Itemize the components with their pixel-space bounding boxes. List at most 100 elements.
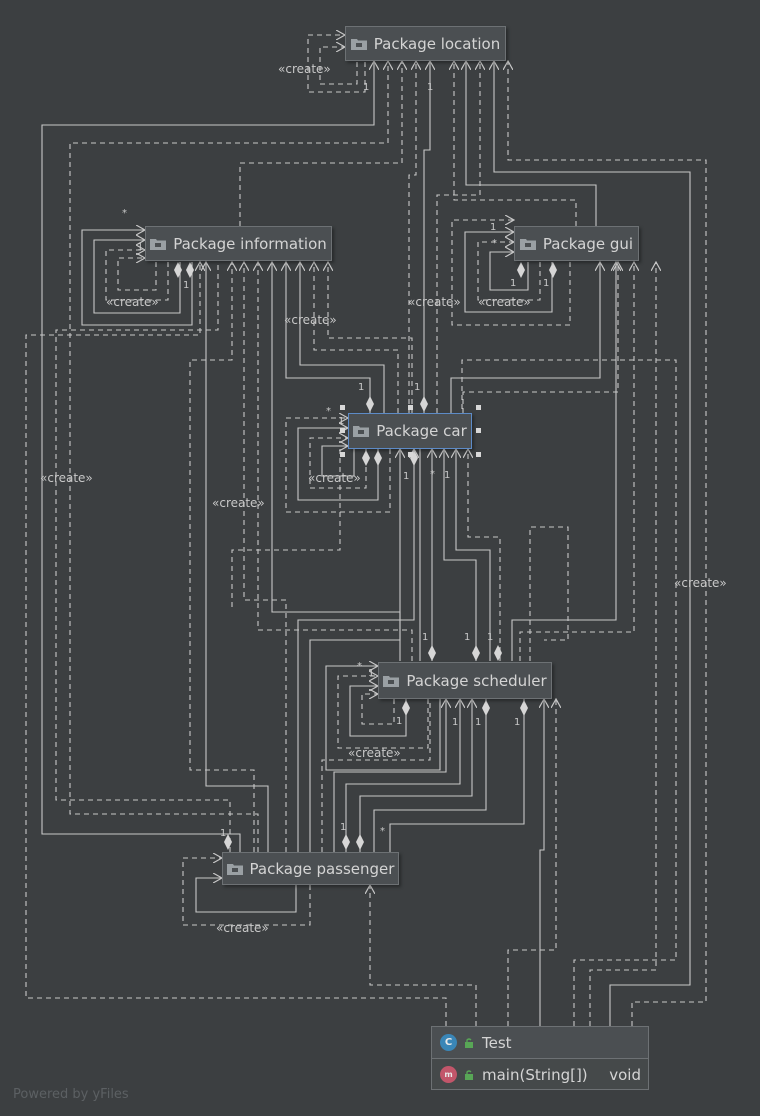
passenger-to-location-edge xyxy=(41,61,374,852)
multiplicity-label: 1 xyxy=(487,632,493,643)
scheduler-to-gui-dashed-edge xyxy=(519,262,634,661)
create-label-information: «create» xyxy=(106,295,159,309)
create-label-passenger-info: «create» xyxy=(212,496,265,510)
diamond-marker xyxy=(174,262,182,278)
passenger-to-scheduler-edge-4 xyxy=(373,699,487,852)
car-to-information-edge-3 xyxy=(328,262,413,413)
folder-icon xyxy=(350,38,367,50)
car-to-passenger-edge xyxy=(231,449,341,610)
information-self-create-edge xyxy=(105,250,169,301)
selection-handle[interactable] xyxy=(408,405,413,410)
test-to-gui-edge xyxy=(589,262,656,1026)
multiplicity-label: 1 xyxy=(510,278,516,289)
multiplicity-label: 1 xyxy=(368,668,374,679)
multiplicity-label: * xyxy=(492,238,497,249)
package-location-label: Package location xyxy=(373,34,501,53)
selection-handle[interactable] xyxy=(476,452,481,457)
package-passenger-node[interactable]: Package passenger xyxy=(222,852,399,885)
package-scheduler-node[interactable]: Package scheduler xyxy=(378,662,552,699)
diamond-marker xyxy=(224,834,232,850)
multiplicity-label: 1 xyxy=(422,632,428,643)
car-to-location-edge xyxy=(408,61,416,413)
create-label-gui: «create» xyxy=(478,295,531,309)
scheduler-to-gui-edge xyxy=(511,262,616,661)
test-to-car-edge xyxy=(461,359,677,1026)
diamond-marker xyxy=(482,700,490,716)
folder-icon xyxy=(150,238,167,250)
test-to-scheduler-edge xyxy=(540,699,544,1026)
diamond-marker xyxy=(517,262,525,278)
information-to-passenger-edge xyxy=(55,262,231,852)
gui-self-edge-3 xyxy=(451,220,571,326)
package-location-node[interactable]: Package location xyxy=(345,26,506,61)
package-gui-label: Package gui xyxy=(542,234,634,253)
selection-handle[interactable] xyxy=(476,405,481,410)
package-car-node[interactable]: Package car xyxy=(348,413,472,449)
multiplicity-label: 1 xyxy=(543,278,549,289)
multiplicity-label: * xyxy=(430,469,435,480)
information-self-edge-2 xyxy=(93,240,181,314)
gui-self-edge-1 xyxy=(464,232,553,313)
gui-self-edge-2 xyxy=(489,252,529,291)
passenger-to-scheduler-edge-5 xyxy=(389,699,525,852)
gui-to-location-edge xyxy=(454,61,577,226)
package-car-label: Package car xyxy=(376,422,467,440)
selection-handle[interactable] xyxy=(340,428,345,433)
diamond-marker xyxy=(342,834,350,850)
car-self-edge-3 xyxy=(321,446,355,477)
package-scheduler-label: Package scheduler xyxy=(406,671,547,690)
car-self-edge-2 xyxy=(297,428,379,501)
multiplicity-label: 1 xyxy=(340,822,346,833)
scheduler-to-location-edge xyxy=(436,61,480,413)
multiplicity-label: 1 xyxy=(220,828,226,839)
test-class-header[interactable]: C Test xyxy=(432,1027,648,1059)
create-label-left: «create» xyxy=(40,471,93,485)
multiplicity-label: 1 xyxy=(363,82,369,93)
package-information-label: Package information xyxy=(173,234,327,253)
passenger-to-information-edge-2 xyxy=(244,262,287,852)
diamond-marker xyxy=(402,700,410,716)
passenger-to-scheduler-edge-2 xyxy=(345,699,460,852)
diamond-marker xyxy=(549,262,557,278)
information-self-edge-3 xyxy=(117,258,157,291)
diamond-marker xyxy=(366,396,374,412)
selection-handle[interactable] xyxy=(340,452,345,457)
multiplicity-label: 1 xyxy=(427,82,433,93)
location-self-create-edge xyxy=(307,35,366,93)
scheduler-self-edge-1 xyxy=(325,666,441,771)
car-self-edge-1 xyxy=(285,418,391,513)
diamond-marker xyxy=(420,396,428,412)
package-gui-node[interactable]: Package gui xyxy=(514,226,639,261)
multiplicity-label: 1 xyxy=(183,280,189,291)
passenger-to-information-dashed-edge xyxy=(189,262,255,852)
information-to-location-edge xyxy=(239,61,402,226)
package-information-node[interactable]: Package information xyxy=(145,226,332,261)
gui-to-location-solid-edge xyxy=(466,61,597,226)
multiplicity-label: 1 xyxy=(490,222,496,233)
multiplicity-label: 1 xyxy=(414,382,420,393)
car-to-gui-dashed-edge xyxy=(462,262,618,413)
selection-handle[interactable] xyxy=(476,428,481,433)
passenger-to-information-edge xyxy=(297,449,414,852)
test-to-location-solid-edge xyxy=(494,61,691,1026)
create-label-passenger: «create» xyxy=(216,921,269,935)
folder-icon xyxy=(226,863,243,875)
scheduler-self-create-edge xyxy=(337,676,429,749)
car-to-information-create-edge xyxy=(314,262,399,413)
test-method-row[interactable]: m main(String[]) void xyxy=(432,1059,648,1090)
folder-icon xyxy=(353,426,370,437)
test-method-return-type: void xyxy=(609,1065,641,1084)
folder-icon xyxy=(383,675,400,687)
multiplicity-label: 1 xyxy=(444,470,450,481)
selection-handle[interactable] xyxy=(408,452,413,457)
diamond-marker xyxy=(362,450,370,466)
diamond-marker xyxy=(374,450,382,466)
multiplicity-label: 1 xyxy=(464,632,470,643)
test-class-node[interactable]: C Test m main(String[]) void xyxy=(431,1026,649,1090)
passenger-to-scheduler-edge-3 xyxy=(359,699,472,852)
passenger-to-scheduler-edge-1 xyxy=(333,699,446,852)
create-label-right: «create» xyxy=(674,576,727,590)
selection-handle[interactable] xyxy=(340,405,345,410)
lock-icon xyxy=(465,1070,473,1080)
test-to-scheduler-dashed-edge xyxy=(507,699,556,1026)
